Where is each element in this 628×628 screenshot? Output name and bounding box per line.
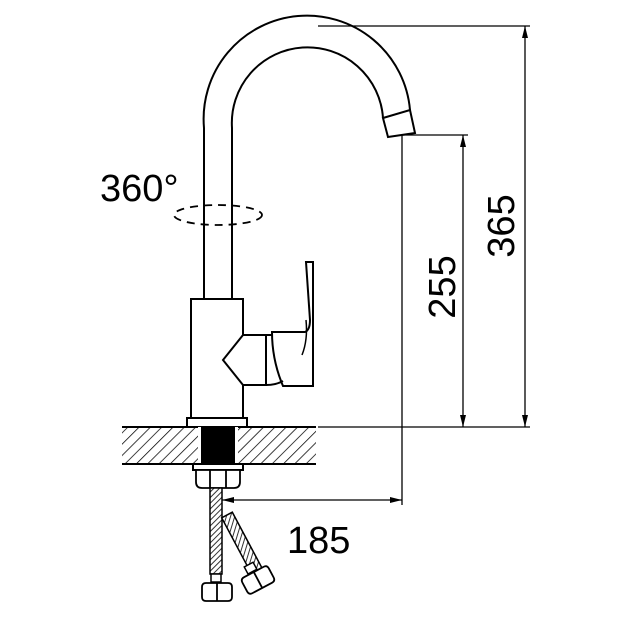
hose-nut-left <box>201 582 233 602</box>
spout-aerator <box>381 108 417 139</box>
total-height-label: 365 <box>481 194 523 258</box>
spout <box>202 14 411 299</box>
cartridge-hex <box>221 334 267 386</box>
mounting-nut <box>195 469 241 489</box>
handle <box>265 261 314 387</box>
supply-hose-right <box>220 511 265 578</box>
rotation-label: 360° <box>100 168 179 210</box>
spout-height-label: 255 <box>422 255 464 319</box>
spout-reach-label: 185 <box>287 520 351 562</box>
rotation-indicator <box>173 204 263 226</box>
hose-nut-right <box>240 565 276 595</box>
dimension-lines <box>222 25 530 505</box>
base-flange <box>186 417 248 428</box>
supply-hose-left <box>209 487 223 575</box>
